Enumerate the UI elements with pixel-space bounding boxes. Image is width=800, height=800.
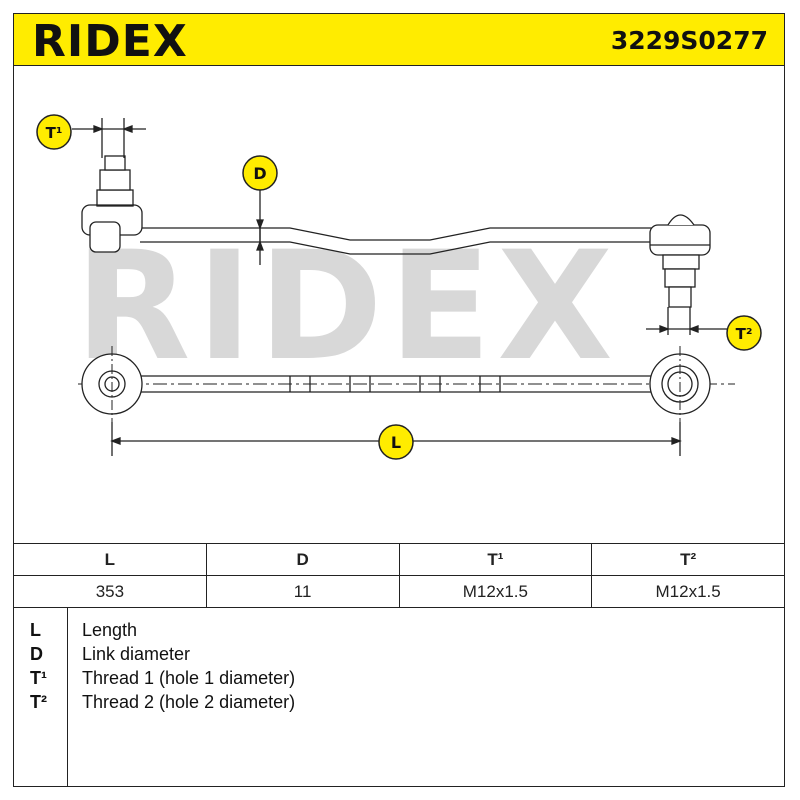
t2-badge-label: T² bbox=[736, 325, 753, 343]
legend-symbol: D bbox=[30, 644, 43, 664]
legend-divider bbox=[67, 607, 68, 787]
left-ball-joint bbox=[81, 155, 143, 253]
legend-item: T¹ Thread 1 (hole 1 diameter) bbox=[14, 668, 774, 692]
legend-description: Length bbox=[82, 620, 138, 640]
legend-item: T² Thread 2 (hole 2 diameter) bbox=[14, 692, 774, 716]
spec-header-t1: T¹ bbox=[398, 543, 593, 576]
legend-description: Link diameter bbox=[82, 644, 191, 664]
d-dimension bbox=[256, 190, 264, 265]
spec-header-t2: T² bbox=[591, 543, 785, 576]
part-number: 3229S0277 bbox=[610, 26, 768, 55]
legend-description: Thread 1 (hole 1 diameter) bbox=[82, 668, 296, 688]
spec-value-t2: M12x1.5 bbox=[591, 575, 785, 608]
t1-dimension bbox=[72, 118, 146, 158]
spec-value-t1: M12x1.5 bbox=[398, 575, 593, 608]
stabilizer-link-drawing: T¹ D T² L bbox=[36, 114, 762, 460]
d-badge: D bbox=[242, 155, 278, 191]
spec-table: L D T¹ T² 353 11 M12x1.5 M12x1.5 bbox=[13, 543, 785, 608]
spec-value-l: 353 bbox=[13, 575, 207, 608]
t1-badge: T¹ bbox=[36, 114, 72, 150]
legend-symbol: T² bbox=[30, 692, 47, 712]
drawing-area bbox=[13, 66, 785, 544]
legend-symbol: L bbox=[30, 620, 41, 640]
legend-box: L Length D Link diameter T¹ Thread 1 (ho… bbox=[13, 607, 785, 787]
brand-watermark: RIDEX bbox=[75, 220, 619, 394]
l-badge-label: L bbox=[391, 433, 401, 452]
t2-badge: T² bbox=[726, 315, 762, 351]
legend-item: L Length bbox=[14, 620, 774, 644]
legend-description: Thread 2 (hole 2 diameter) bbox=[82, 692, 296, 712]
right-ball-joint bbox=[649, 214, 711, 308]
right-eye-bottom bbox=[649, 346, 711, 422]
spec-value-row: 353 11 M12x1.5 M12x1.5 bbox=[13, 575, 785, 608]
header-bar: RIDEX 3229S0277 bbox=[13, 13, 785, 67]
spec-value-d: 11 bbox=[205, 575, 400, 608]
brand-logo: RIDEX bbox=[32, 16, 188, 67]
spec-header-row: L D T¹ T² bbox=[13, 543, 785, 576]
spec-header-d: D bbox=[205, 543, 400, 576]
link-rod-bottom bbox=[78, 375, 735, 393]
t2-dimension bbox=[646, 307, 730, 335]
legend-item: D Link diameter bbox=[14, 644, 774, 668]
l-badge: L bbox=[378, 424, 414, 460]
spec-header-l: L bbox=[13, 543, 207, 576]
t1-badge-label: T¹ bbox=[46, 124, 63, 142]
legend-symbol: T¹ bbox=[30, 668, 47, 688]
link-rod-top bbox=[140, 227, 652, 255]
left-eye-bottom bbox=[81, 346, 143, 422]
d-badge-label: D bbox=[253, 164, 266, 183]
